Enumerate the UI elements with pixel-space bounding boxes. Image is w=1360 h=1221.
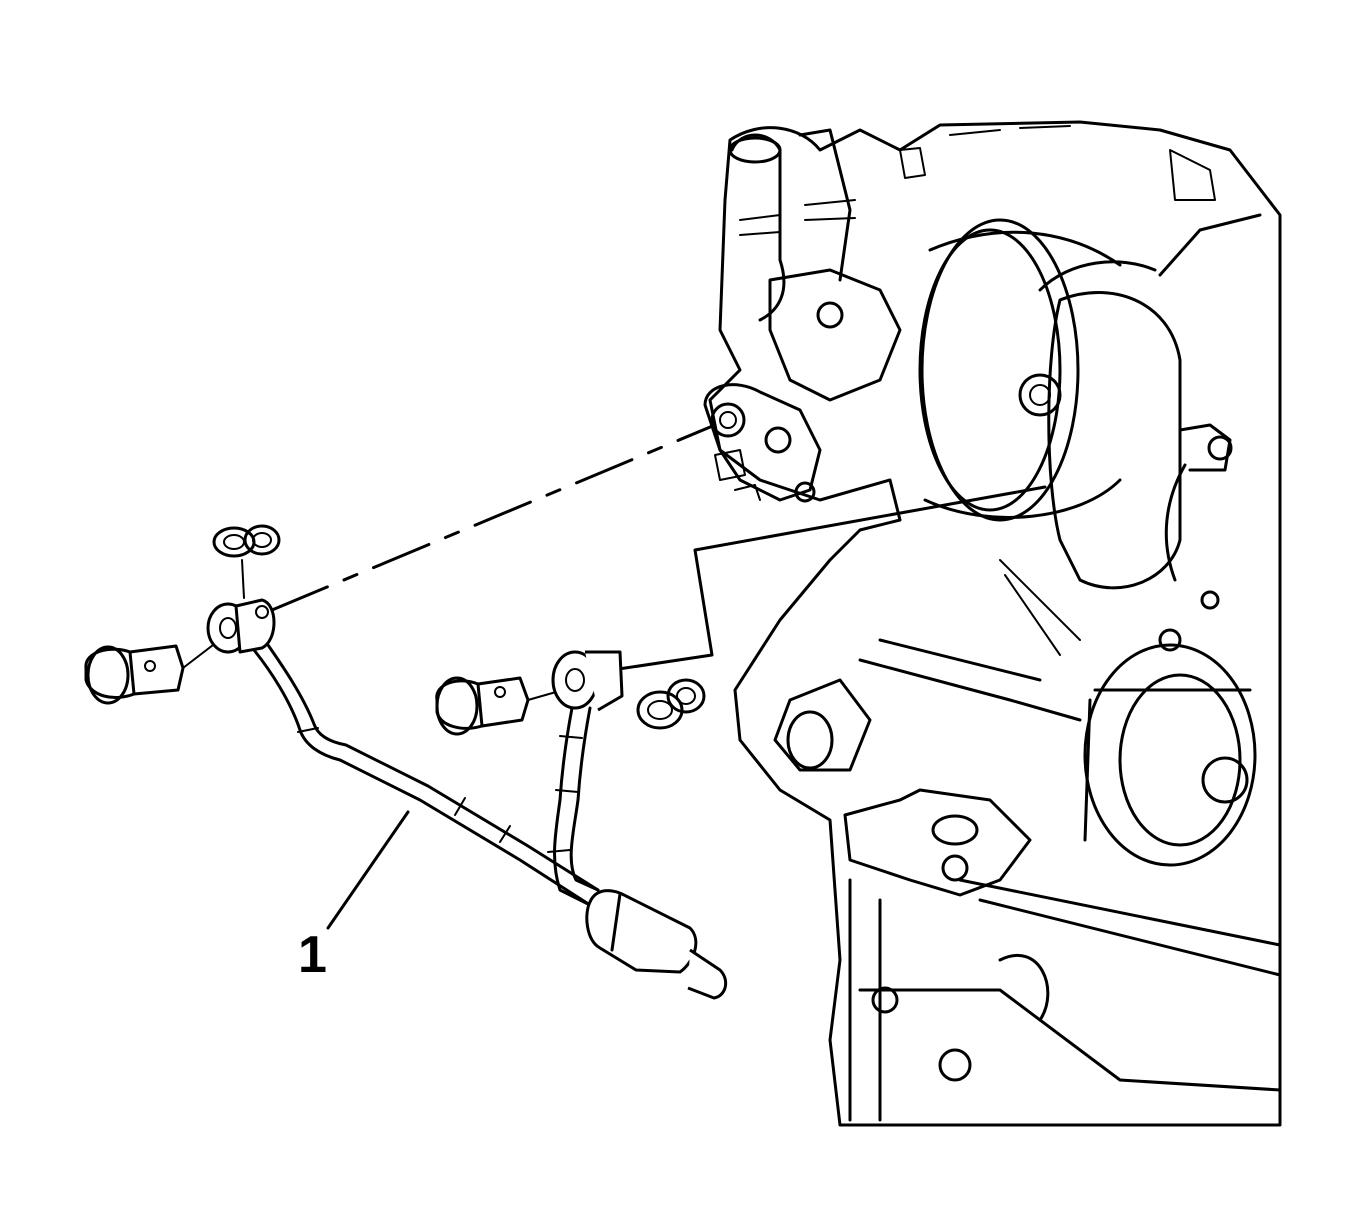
callout-1: 1 (298, 810, 410, 984)
lower-banjo-bolt (435, 676, 571, 736)
engine-assembly (703, 120, 1282, 1127)
callout-leader-line (326, 810, 410, 930)
upper-banjo-bolt (84, 631, 231, 705)
oil-feed-tube (252, 643, 728, 1000)
lower-banjo-fitting (551, 650, 624, 712)
upper-seal-washer (212, 524, 281, 599)
upper-banjo-fitting (206, 598, 276, 654)
callout-label: 1 (298, 926, 327, 984)
alignment-lines (270, 423, 1047, 672)
lower-seal-washer (636, 678, 706, 730)
